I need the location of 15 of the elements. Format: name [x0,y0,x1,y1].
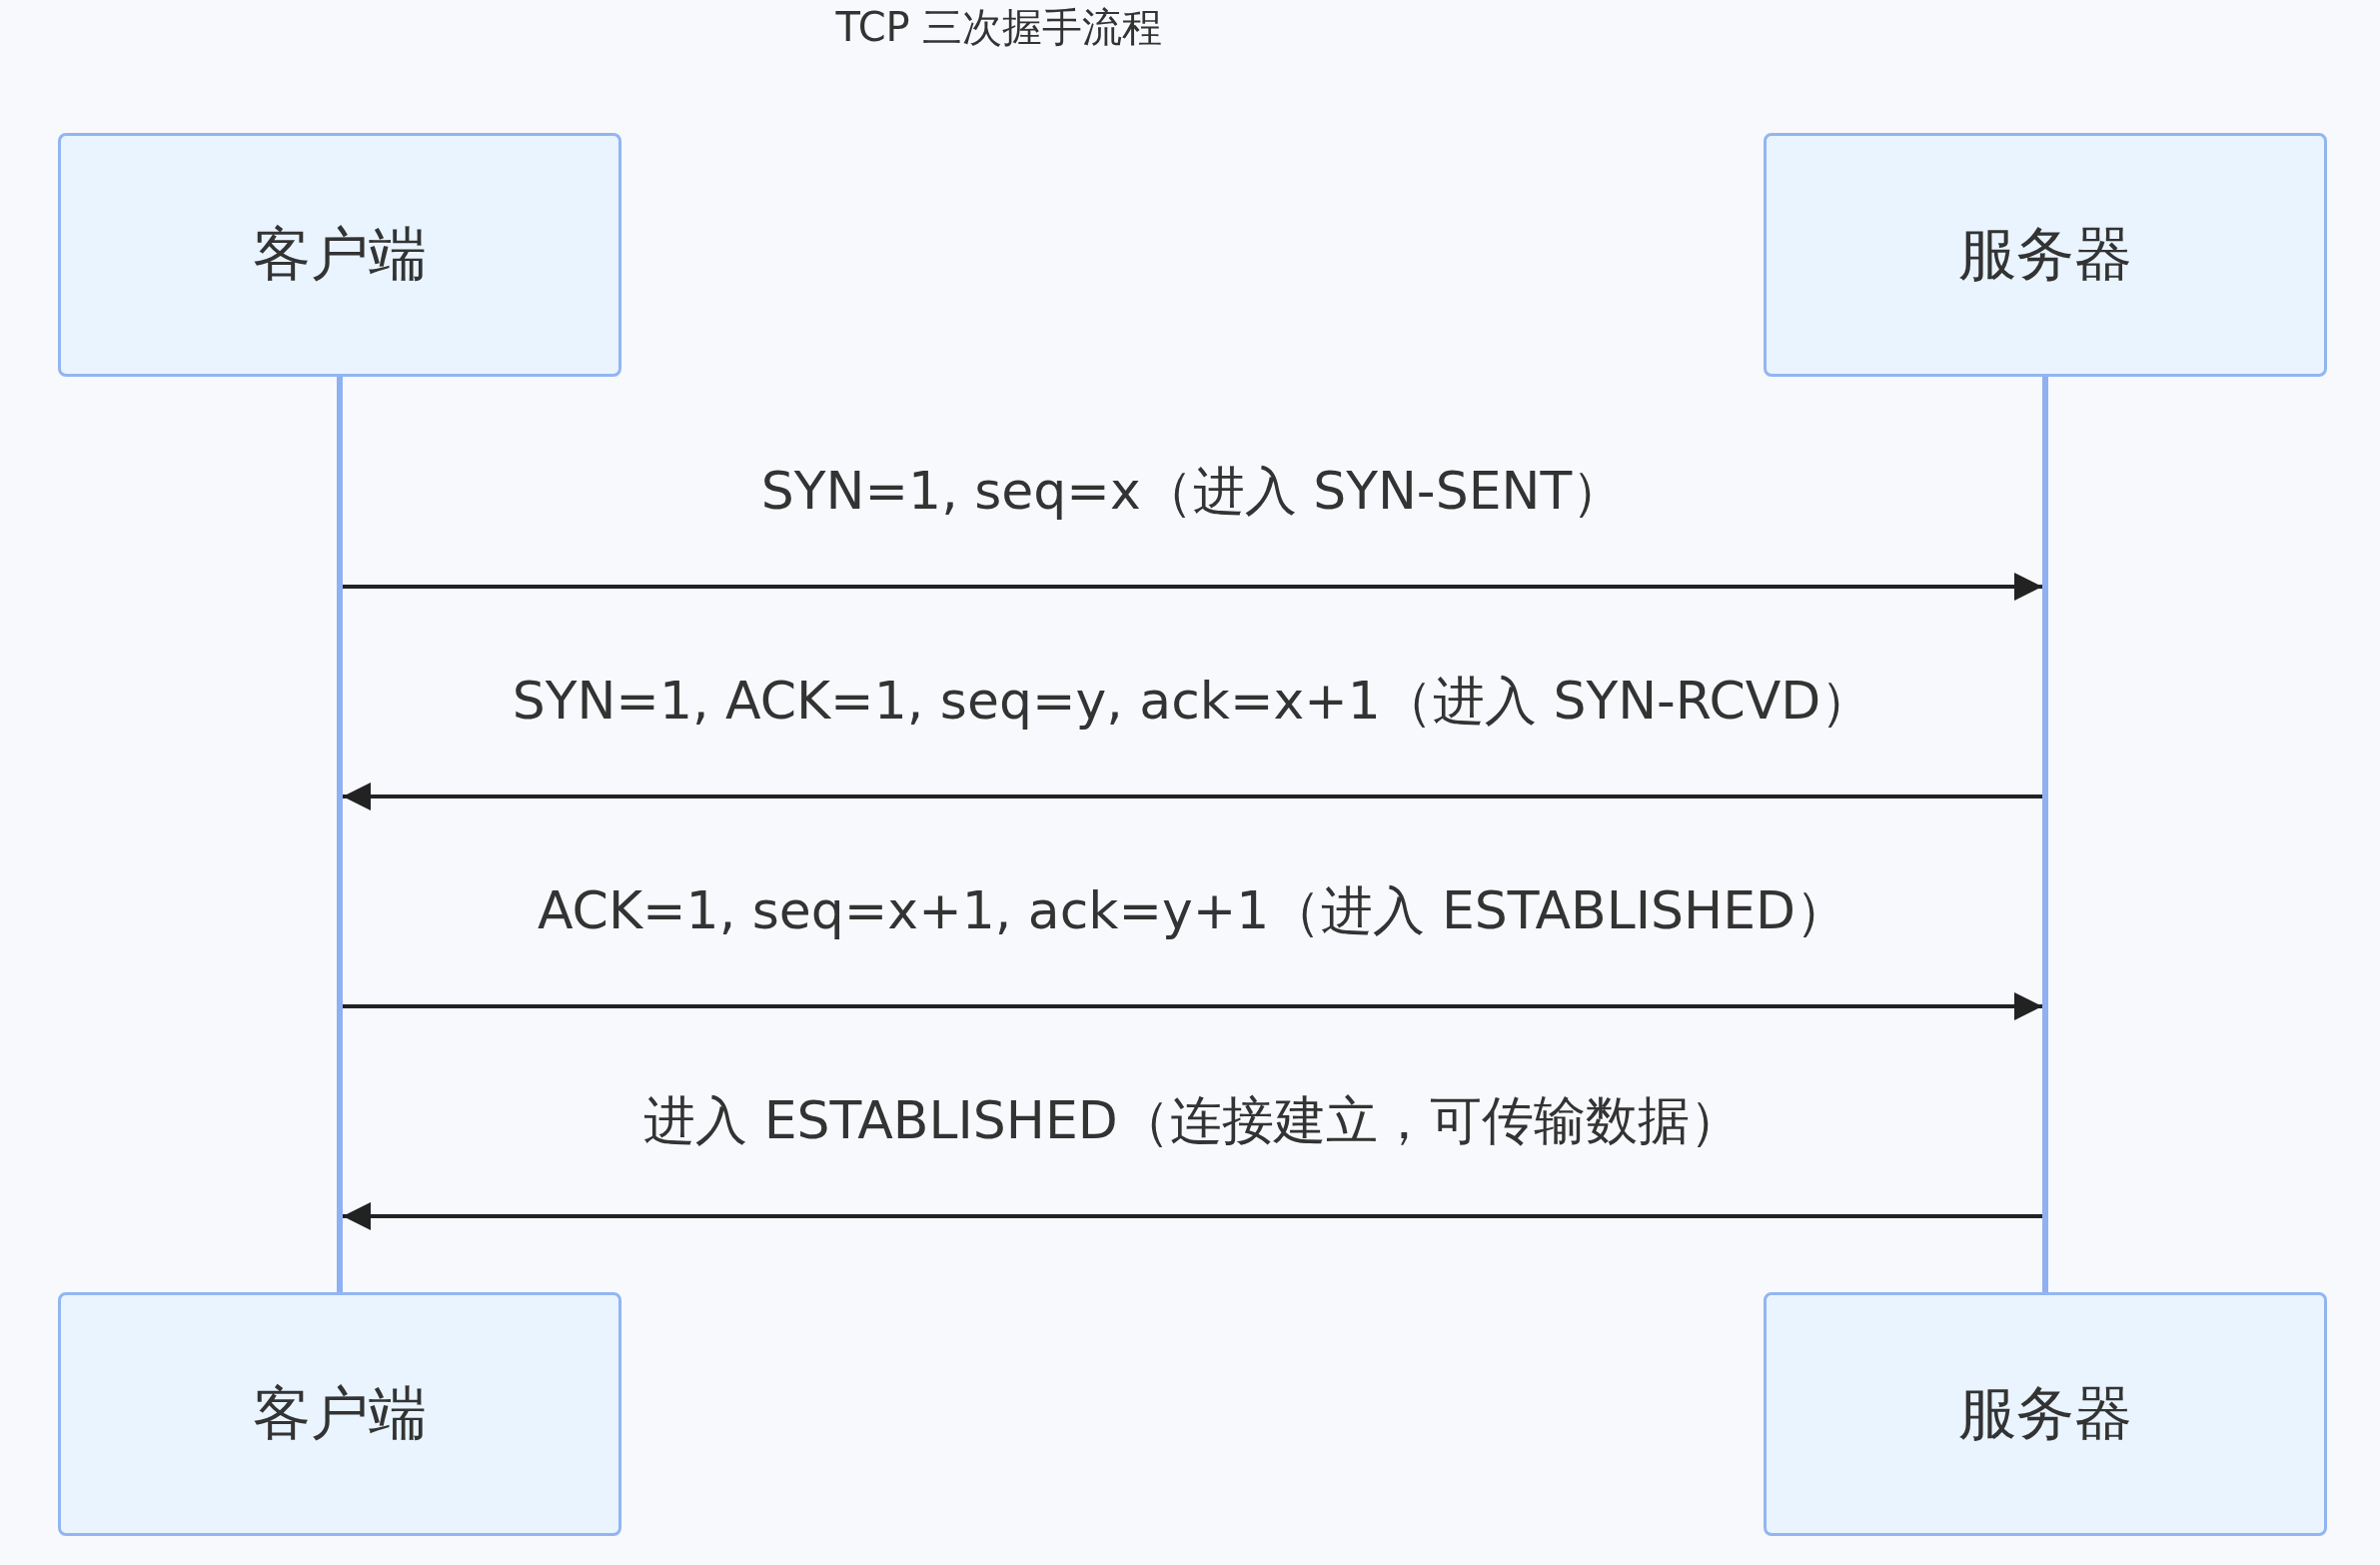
message-arrow [343,782,2042,810]
actor-name: 服务器 [1958,219,2132,290]
message-arrow [343,992,2042,1020]
actor-box [58,133,621,377]
actor-name: 客户端 [253,219,427,290]
actor-box [1764,1292,2327,1536]
actor-box [58,1292,621,1536]
message-arrow [343,573,2042,601]
actor-name: 客户端 [253,1378,427,1449]
lifeline [2042,377,2048,1292]
diagram-title: TCP 三次握手流程 [835,3,1163,52]
message-arrow [343,1202,2042,1230]
actor-box [1764,133,2327,377]
lifeline [337,377,343,1292]
actor-name: 服务器 [1958,1378,2132,1449]
